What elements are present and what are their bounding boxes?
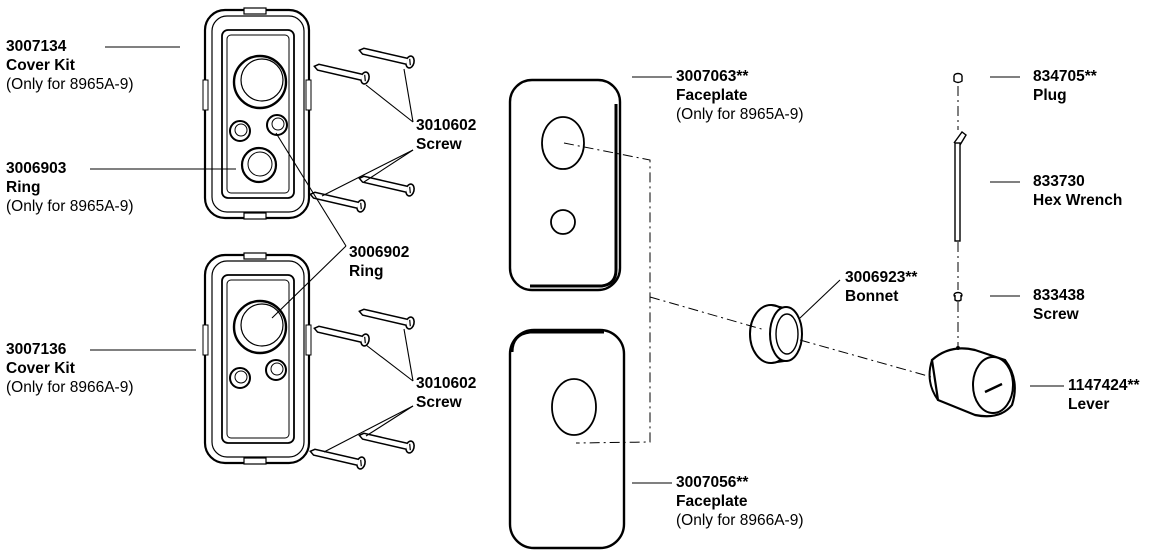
lever-drawing xyxy=(928,346,1016,418)
label-faceplate-top: 3007063** Faceplate (Only for 8965A-9) xyxy=(676,67,804,124)
part-number: 3006903 xyxy=(6,160,67,177)
small-screw-drawing xyxy=(953,291,963,302)
part-name: Screw xyxy=(416,136,462,153)
label-faceplate-bottom: 3007056** Faceplate (Only for 8966A-9) xyxy=(676,473,804,530)
part-note: (Only for 8966A-9) xyxy=(676,512,804,529)
label-ring-3006902: 3006902 Ring xyxy=(349,243,409,281)
part-number: 3007056** xyxy=(676,474,749,491)
label-lever: 1147424** Lever xyxy=(1068,376,1140,414)
cover-kit-top-drawing xyxy=(202,7,312,220)
part-name: Cover Kit xyxy=(6,360,75,377)
leader-lines xyxy=(90,46,1064,484)
part-note: (Only for 8965A-9) xyxy=(676,106,804,123)
cover-kit-bottom-drawing xyxy=(202,252,312,465)
part-name: Faceplate xyxy=(676,87,748,104)
label-cover-kit-bottom: 3007136 Cover Kit (Only for 8966A-9) xyxy=(6,340,134,397)
label-plug: 834705** Plug xyxy=(1033,67,1097,105)
label-hex-wrench: 833730 Hex Wrench xyxy=(1033,172,1122,210)
label-bonnet: 3006923** Bonnet xyxy=(845,268,917,306)
part-name: Bonnet xyxy=(845,288,899,305)
hex-wrench-drawing xyxy=(953,131,967,242)
label-screw-833438: 833438 Screw xyxy=(1033,286,1085,324)
bonnet-drawing xyxy=(749,304,803,364)
part-name: Faceplate xyxy=(676,493,748,510)
part-name: Lever xyxy=(1068,396,1110,413)
part-note: (Only for 8966A-9) xyxy=(6,379,134,396)
part-name: Cover Kit xyxy=(6,57,75,74)
part-number: 833438 xyxy=(1033,287,1085,304)
part-name: Ring xyxy=(6,179,41,196)
part-number: 1147424** xyxy=(1068,377,1140,394)
screws-top-group xyxy=(308,43,417,214)
assembly-centerlines xyxy=(563,86,959,444)
faceplate-bottom-drawing xyxy=(508,328,626,550)
part-note: (Only for 8965A-9) xyxy=(6,76,134,93)
part-number: 3006923** xyxy=(845,269,918,286)
part-note: (Only for 8965A-9) xyxy=(6,198,134,215)
part-number: 3010602 xyxy=(416,117,477,134)
part-number: 3007136 xyxy=(6,341,67,358)
part-number: 3006902 xyxy=(349,244,410,261)
part-number: 3007134 xyxy=(6,38,67,55)
label-ring-3006903: 3006903 Ring (Only for 8965A-9) xyxy=(6,159,134,216)
part-number: 834705** xyxy=(1033,68,1097,85)
part-number: 833730 xyxy=(1033,173,1085,190)
label-cover-kit-top: 3007134 Cover Kit (Only for 8965A-9) xyxy=(6,37,134,94)
part-number: 3007063** xyxy=(676,68,749,85)
part-name: Screw xyxy=(1033,306,1079,323)
faceplate-top-drawing xyxy=(508,78,622,292)
label-screw-top: 3010602 Screw xyxy=(416,116,476,154)
part-number: 3010602 xyxy=(416,375,477,392)
part-name: Screw xyxy=(416,394,462,411)
part-name: Ring xyxy=(349,263,384,280)
plug-drawing xyxy=(953,72,963,84)
screws-bottom-group xyxy=(308,304,417,471)
part-name: Plug xyxy=(1033,87,1067,104)
label-screw-bottom: 3010602 Screw xyxy=(416,374,476,412)
part-name: Hex Wrench xyxy=(1033,192,1123,209)
